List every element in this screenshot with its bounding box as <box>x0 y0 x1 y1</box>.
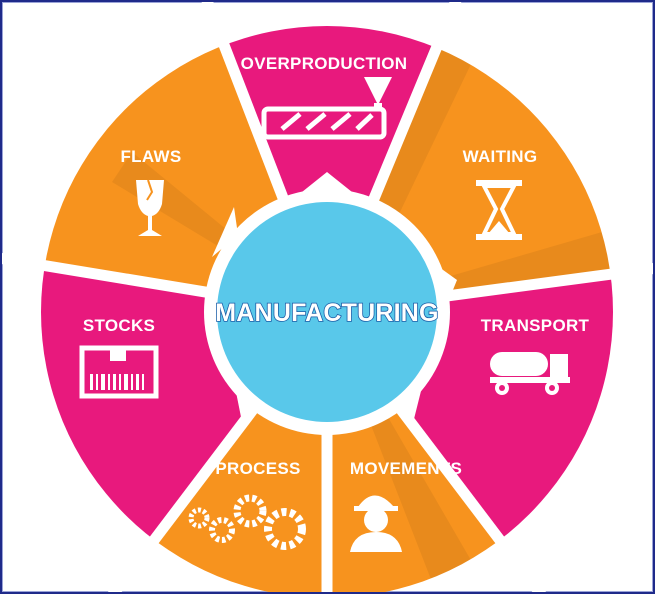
label-waiting: WAITING <box>463 147 538 166</box>
center-label: MANUFACTURING <box>215 299 438 327</box>
hourglass-icon <box>476 180 522 240</box>
broken-glass-icon <box>136 179 164 236</box>
hub-notches <box>212 172 457 427</box>
label-process: PROCESS <box>215 459 300 478</box>
barcode <box>90 374 144 390</box>
label-transport: TRANSPORT <box>481 316 590 335</box>
center-circle <box>217 202 437 422</box>
barcode-box-icon <box>79 345 159 399</box>
label-overproduction: OVERPRODUCTION <box>241 54 408 73</box>
label-movements: MOVEMENTS <box>350 459 462 478</box>
tanker-truck-icon <box>490 352 570 395</box>
worker-helmet-icon <box>350 495 402 552</box>
gears-icon <box>188 494 306 550</box>
label-stocks: STOCKS <box>83 316 155 335</box>
label-flaws: FLAWS <box>121 147 182 166</box>
extruder-screw-icon <box>261 77 392 140</box>
